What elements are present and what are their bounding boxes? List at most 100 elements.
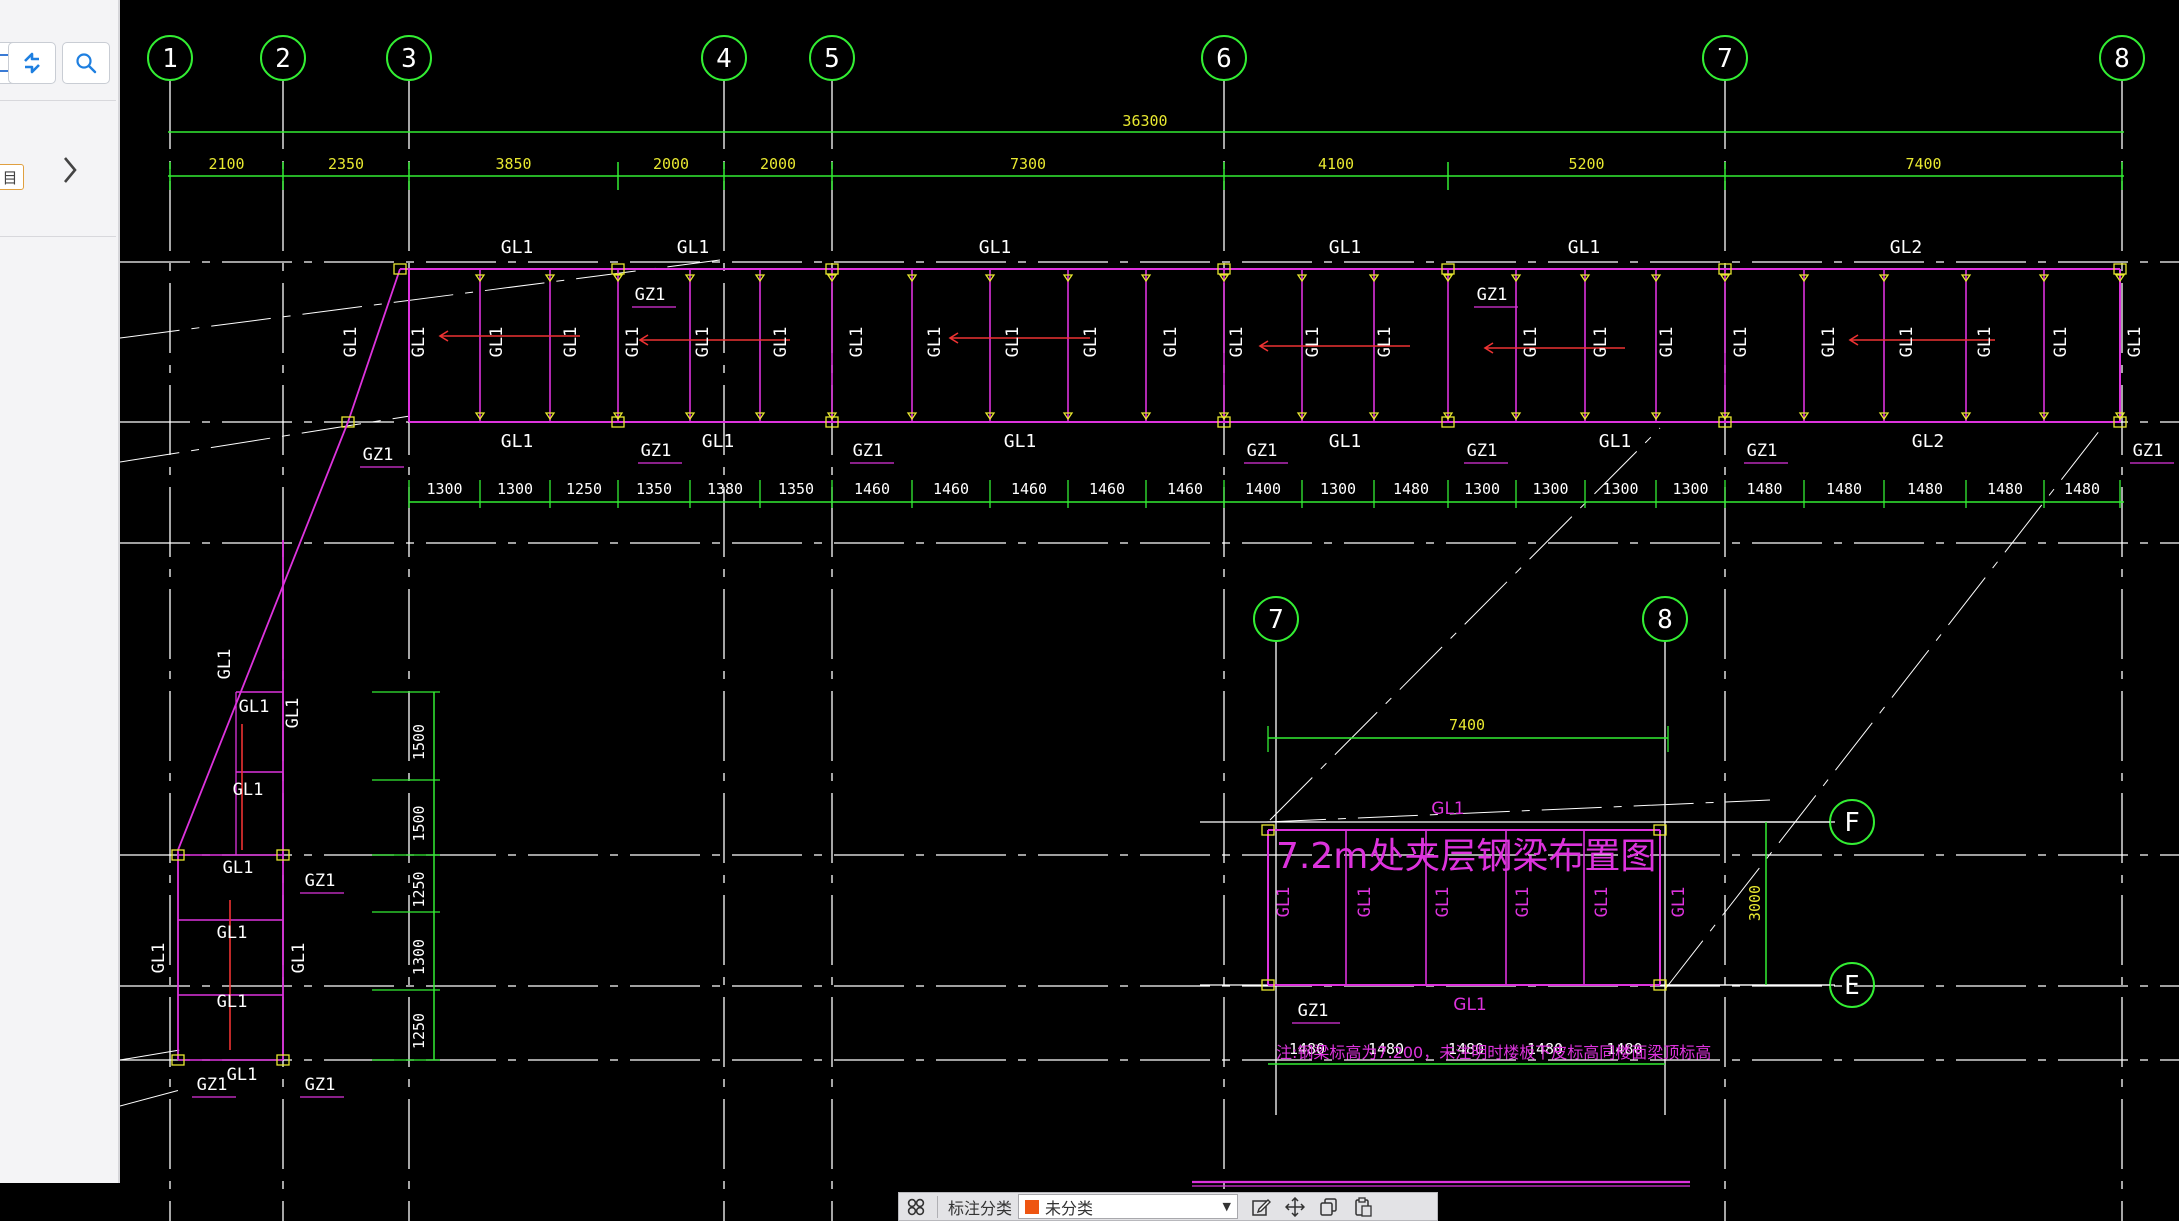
vertical-beam-label: GL1	[623, 327, 643, 358]
vertical-beam-label: GL1	[1819, 327, 1839, 358]
chevron-right-icon	[64, 157, 77, 183]
axis-bubble	[809, 35, 855, 81]
toolbar-separator	[937, 1195, 938, 1218]
bottom-dimension: 1350	[778, 480, 814, 498]
column-node	[1261, 824, 1275, 836]
left-dimension: 1500	[410, 724, 428, 760]
move-icon	[1285, 1196, 1306, 1217]
column-node	[825, 263, 839, 275]
bottom-dimension: 1480	[2064, 480, 2100, 498]
node-marker	[1878, 412, 1890, 421]
edit-button[interactable]	[1244, 1193, 1278, 1220]
top-dimension: 3850	[495, 155, 531, 173]
vertical-beam-label: GL1	[1003, 327, 1023, 358]
node-marker	[1579, 274, 1591, 283]
paste-button[interactable]	[1346, 1193, 1380, 1220]
direction-arrow-head	[1483, 342, 1494, 354]
expand-button[interactable]	[56, 150, 84, 190]
top-dimension: 4100	[1318, 155, 1354, 173]
axis-label: E	[1844, 971, 1860, 1001]
bottom-dimension: 1300	[1672, 480, 1708, 498]
vertical-beam-label: GL1	[1897, 327, 1917, 358]
node-marker	[544, 412, 556, 421]
left-beam-label: GL1	[215, 649, 235, 680]
column-label: GZ1	[1747, 441, 1778, 461]
construction-line	[120, 415, 411, 463]
grid-tool-button[interactable]	[899, 1193, 933, 1220]
bottom-dimension: 1300	[1532, 480, 1568, 498]
paste-icon	[1355, 1196, 1372, 1217]
node-marker	[1062, 274, 1074, 283]
node-marker	[1650, 412, 1662, 421]
chevron-down-icon: ▼	[1222, 1200, 1232, 1213]
bottom-toolbar: 标注分类 未分类 ▼	[898, 1192, 1438, 1221]
node-marker	[1140, 274, 1152, 283]
node-marker	[826, 274, 838, 283]
vertical-beam-label: GL1	[1161, 327, 1181, 358]
panel-divider	[0, 236, 116, 237]
node-marker	[1140, 412, 1152, 421]
vertical-beam-label: GL1	[1081, 327, 1101, 358]
node-marker	[2114, 412, 2126, 421]
detail-top-label: GL1	[1431, 799, 1464, 819]
category-select[interactable]: 未分类 ▼	[1018, 1194, 1239, 1219]
sync-button[interactable]	[8, 42, 56, 84]
node-marker	[754, 412, 766, 421]
vertical-beam-label: GL1	[847, 327, 867, 358]
bottom-dimension: 1250	[566, 480, 602, 498]
column-node	[171, 1054, 185, 1066]
column-node	[393, 263, 407, 275]
node-marker	[684, 412, 696, 421]
column-node	[1718, 263, 1732, 275]
bottom-dimension: 1460	[1089, 480, 1125, 498]
vertical-beam-label: GL1	[771, 327, 791, 358]
copy-button[interactable]	[1312, 1193, 1346, 1220]
top-beam-label: GL1	[1568, 237, 1601, 258]
left-dimension: 1300	[410, 939, 428, 975]
node-marker	[1368, 412, 1380, 421]
axis-bubble	[1642, 596, 1688, 642]
column-label: GZ1	[1467, 441, 1498, 461]
node-marker	[1960, 274, 1972, 283]
bottom-dimension: 1400	[1245, 480, 1281, 498]
column-node	[1261, 979, 1275, 991]
node-marker	[1218, 412, 1230, 421]
axis-label: 3	[401, 44, 417, 74]
search-button[interactable]	[62, 42, 110, 84]
vertical-beam-label: GL1	[1591, 327, 1611, 358]
column-node	[2113, 263, 2127, 275]
bottom-dimension: 1350	[636, 480, 672, 498]
axis-label: 4	[716, 44, 732, 74]
bottom-beam-label: GL1	[1004, 431, 1037, 452]
node-marker	[906, 412, 918, 421]
top-dimension: 2100	[208, 155, 244, 173]
search-icon	[76, 53, 97, 74]
category-label: 标注分类	[948, 1198, 1013, 1218]
axis-label: 6	[1216, 44, 1232, 74]
top-beam-label: GL1	[1329, 237, 1362, 258]
node-marker	[826, 412, 838, 421]
axis-bubble	[260, 35, 306, 81]
beam-diagonal	[347, 268, 401, 423]
column-node	[1217, 416, 1231, 428]
column-node	[276, 1054, 290, 1066]
left-beam-label: GL1	[227, 1065, 258, 1085]
left-beam-label: GL1	[217, 992, 248, 1012]
vertical-beam-label: GL1	[409, 327, 429, 358]
axis-label: 1	[162, 44, 178, 74]
bottom-dimension: 1300	[1602, 480, 1638, 498]
column-label: GZ1	[1477, 285, 1508, 305]
construction-line	[1269, 427, 1661, 821]
node-marker	[1218, 274, 1230, 283]
label-tag[interactable]: 目	[0, 164, 24, 190]
move-button[interactable]	[1278, 1193, 1312, 1220]
detail-bottom-label: GL1	[1453, 995, 1486, 1015]
node-marker	[1719, 412, 1731, 421]
column-label: GZ1	[641, 441, 672, 461]
bottom-dimension: 1460	[854, 480, 890, 498]
bottom-beam-label: GL1	[501, 431, 534, 452]
column-label: GZ1	[305, 871, 336, 891]
bottom-dimension: 1480	[1746, 480, 1782, 498]
column-node	[611, 263, 625, 275]
